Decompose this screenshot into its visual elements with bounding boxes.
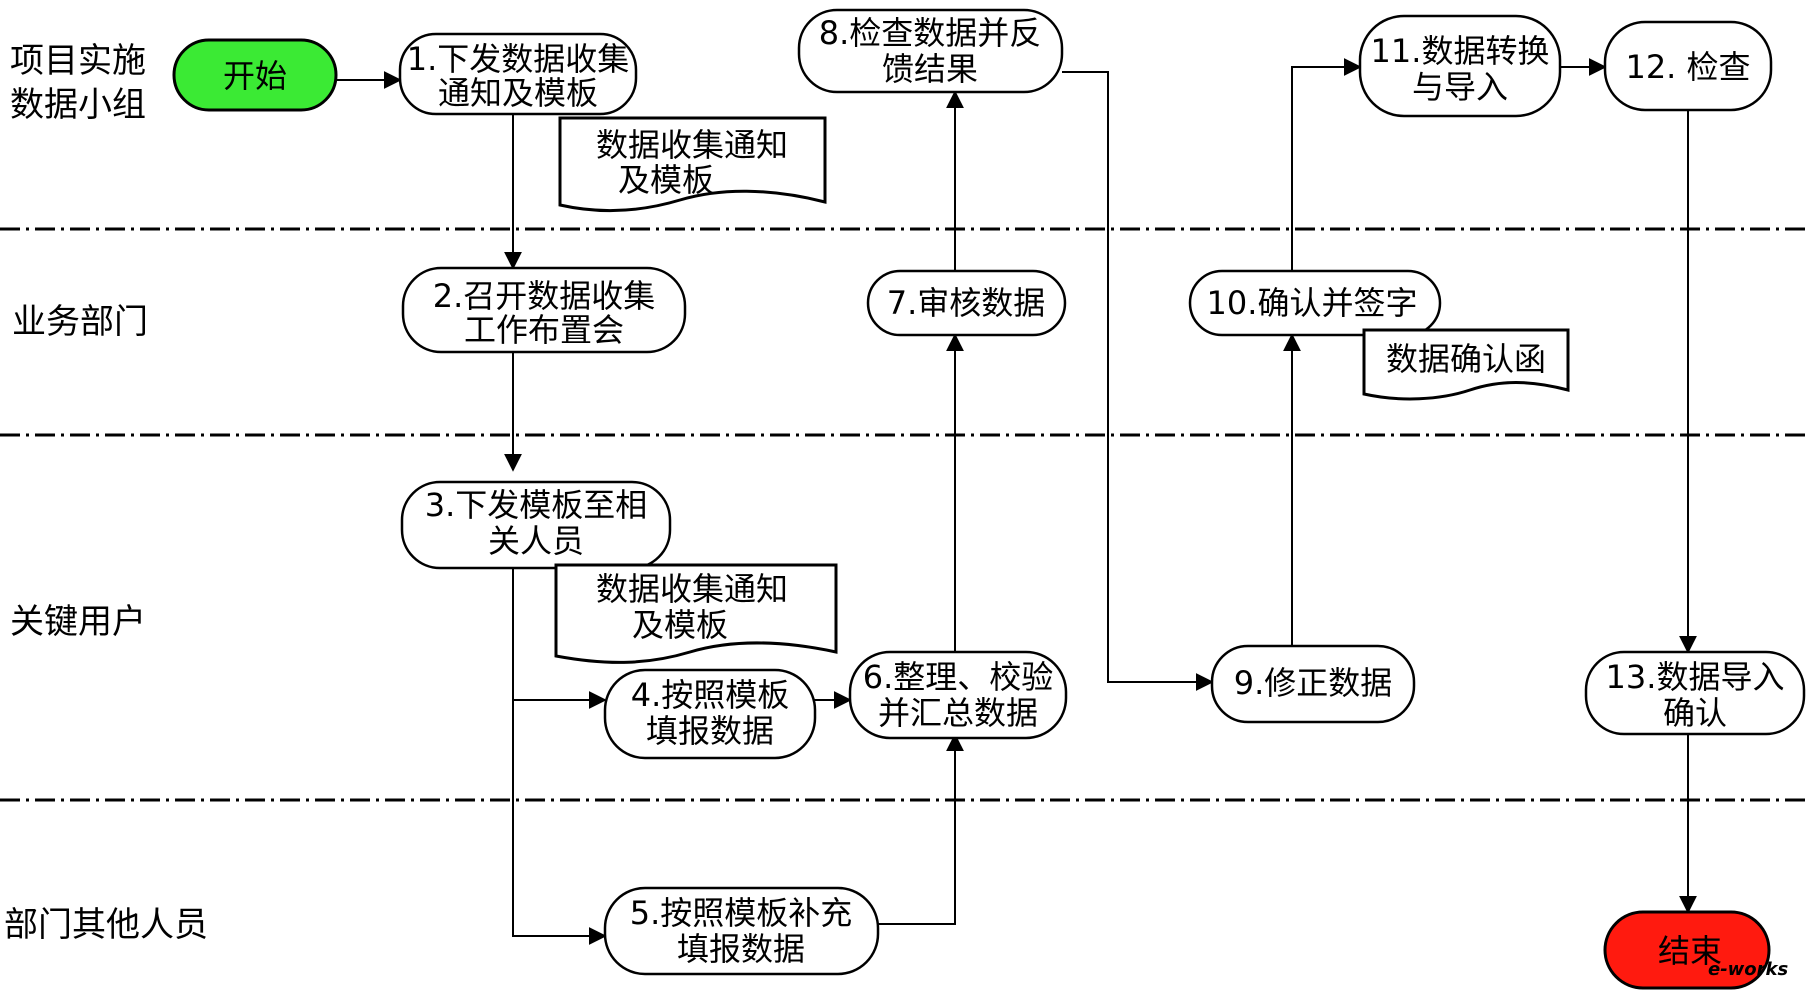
step-7-shape	[866, 269, 1067, 337]
arrow-s8-to-s9	[1062, 71, 1214, 691]
lane-label-other-staff: 部门其他人员	[4, 905, 208, 945]
lane-label-data-team-2: 数据小组	[10, 85, 146, 125]
arrow-s5-to-s6	[878, 733, 964, 925]
step-13: 13.数据导入 确认	[1584, 650, 1806, 736]
document-1-line-2: 及模板	[618, 161, 714, 199]
step-4-line-2: 填报数据	[646, 712, 774, 750]
step-5-shape	[603, 886, 880, 976]
lane-label-key-users: 关键用户	[10, 602, 146, 642]
start-label: 开始	[223, 57, 287, 95]
document-3-shape	[1362, 328, 1570, 401]
step-5: 5.按照模板补充 填报数据	[603, 886, 880, 976]
step-1-line-1: 1.下发数据收集	[407, 40, 630, 78]
step-9: 9.修正数据	[1210, 644, 1416, 724]
step-4-shape	[603, 668, 817, 760]
step-13-line-2: 确认	[1663, 694, 1727, 732]
step-3-line-1: 3.下发模板至相	[425, 486, 648, 524]
step-6: 6.整理、校验 并汇总数据	[848, 650, 1068, 740]
end-terminal-shape	[1603, 910, 1771, 990]
step-12-label: 12. 检查	[1625, 48, 1750, 86]
step-12: 12. 检查	[1603, 20, 1773, 112]
step-8-shape	[797, 8, 1064, 94]
document-3-label: 数据确认函	[1386, 340, 1546, 378]
document-2-line-2: 及模板	[632, 606, 728, 644]
step-6-line-1: 6.整理、校验	[863, 658, 1054, 696]
document-3: 数据确认函	[1362, 328, 1570, 401]
step-10-shape	[1188, 269, 1442, 337]
connectors	[336, 58, 1697, 945]
step-5-line-1: 5.按照模板补充	[630, 894, 853, 932]
step-4: 4.按照模板 填报数据	[603, 668, 817, 760]
lane-separators	[0, 227, 1809, 802]
document-2-shape	[554, 563, 838, 664]
step-11: 11.数据转换 与导入	[1358, 14, 1562, 118]
step-11-line-1: 11.数据转换	[1371, 32, 1550, 70]
step-2-line-2: 工作布置会	[464, 311, 624, 349]
step-1: 1.下发数据收集 通知及模板	[398, 32, 638, 116]
step-2-line-1: 2.召开数据收集	[433, 277, 656, 315]
step-13-shape	[1584, 650, 1806, 736]
document-2-line-1: 数据收集通知	[596, 570, 788, 608]
step-2-shape	[401, 266, 687, 354]
end-terminal: 结束	[1603, 910, 1771, 990]
end-label: 结束	[1658, 932, 1722, 970]
step-11-line-2: 与导入	[1412, 68, 1508, 106]
step-7-label: 7.审核数据	[887, 284, 1046, 322]
step-1-shape	[398, 32, 638, 116]
watermark-logo: e-works	[1708, 959, 1789, 980]
step-9-label: 9.修正数据	[1234, 664, 1393, 702]
arrow-s10-to-s11	[1291, 58, 1362, 271]
step-5-line-2: 填报数据	[677, 930, 805, 968]
step-8-line-2: 馈结果	[882, 50, 978, 88]
document-1-line-1: 数据收集通知	[596, 126, 788, 164]
step-1-line-2: 通知及模板	[438, 74, 598, 112]
document-1: 数据收集通知 及模板	[558, 116, 827, 213]
step-12-shape	[1603, 20, 1773, 112]
arrow-s3-to-s5	[512, 700, 607, 945]
document-1-shape	[558, 116, 827, 213]
step-3-line-2: 关人员	[488, 522, 584, 560]
lane-label-data-team-1: 项目实施	[10, 41, 146, 81]
lane-label-business-dept: 业务部门	[12, 302, 148, 342]
step-7: 7.审核数据	[866, 269, 1067, 337]
step-8: 8.检查数据并反 馈结果	[797, 8, 1064, 94]
step-10: 10.确认并签字	[1188, 269, 1442, 337]
step-13-line-1: 13.数据导入	[1606, 658, 1785, 696]
step-9-shape	[1210, 644, 1416, 724]
start-terminal: 开始	[172, 38, 338, 112]
start-terminal-shape	[172, 38, 338, 112]
step-6-shape	[848, 650, 1068, 740]
step-10-label: 10.确认并签字	[1207, 284, 1418, 322]
step-4-line-1: 4.按照模板	[631, 676, 790, 714]
step-3-shape	[400, 480, 672, 570]
step-11-shape	[1358, 14, 1562, 118]
document-2: 数据收集通知 及模板	[554, 563, 838, 664]
step-3: 3.下发模板至相 关人员	[400, 480, 672, 570]
step-8-line-1: 8.检查数据并反	[819, 14, 1042, 52]
step-6-line-2: 并汇总数据	[878, 694, 1038, 732]
step-2: 2.召开数据收集 工作布置会	[401, 266, 687, 354]
